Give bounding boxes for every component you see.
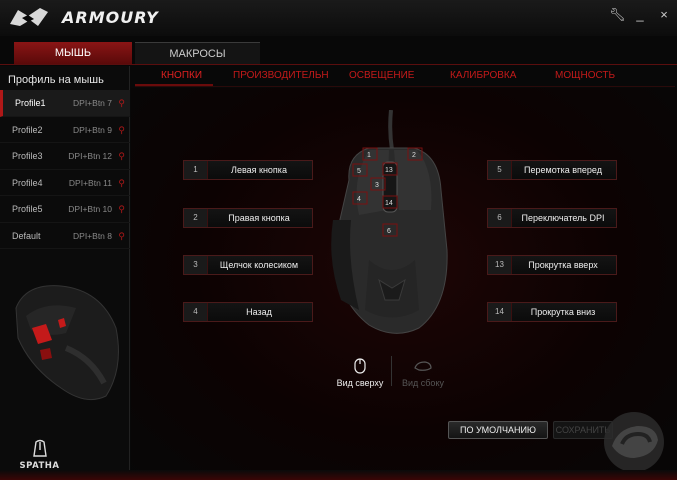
button-action: Прокрутка вверх (528, 260, 598, 270)
link-icon: ⚲ (118, 230, 125, 241)
marker-1: 1 (367, 152, 371, 159)
assign-button-5[interactable]: 5 Перемотка вперед (487, 160, 617, 180)
window-controls: 🔧︎ _ × (609, 8, 671, 22)
tab-macros[interactable]: МАКРОСЫ (135, 42, 260, 64)
rog-logo (10, 8, 48, 26)
marker-2: 2 (412, 152, 416, 159)
close-button[interactable]: × (660, 7, 668, 22)
sidebar-title: Профиль на мышь (8, 74, 104, 86)
profile-name: Profile4 (12, 177, 43, 188)
button-number: 2 (184, 209, 208, 227)
subtab-lighting[interactable]: ОСВЕЩЕНИЕ (349, 70, 415, 81)
site-watermark (604, 412, 664, 472)
button-number: 14 (488, 303, 512, 321)
profile-item[interactable]: Profile1 DPI+Btn 7 ⚲ (0, 90, 130, 117)
restore-default-button[interactable]: ПО УМОЛЧАНИЮ (448, 421, 548, 439)
link-icon: ⚲ (118, 177, 125, 188)
tab-mouse[interactable]: МЫШЬ (14, 42, 132, 64)
profile-name: Profile5 (12, 204, 43, 214)
profile-name: Profile2 (12, 124, 43, 135)
button-action: Перемотка вперед (524, 165, 602, 175)
app-title: ARMOURY (62, 8, 159, 27)
assign-button-3[interactable]: 3 Щелчок колесиком (183, 255, 313, 275)
buttons-panel: 1 Левая кнопка 2 Правая кнопка 3 Щелчок … (131, 88, 677, 480)
marker-13: 13 (385, 167, 393, 174)
subtab-buttons[interactable]: КНОПКИ (161, 70, 203, 81)
button-action: Переключатель DPI (521, 213, 605, 223)
view-side-toggle[interactable]: Вид сбоку (393, 358, 453, 388)
subtab-calibration[interactable]: КАЛИБРОВКА (450, 70, 517, 81)
button-number: 4 (184, 303, 208, 321)
button-number: 6 (488, 209, 512, 227)
device-name: SPATHA (19, 461, 60, 471)
profile-item[interactable]: Profile3 DPI+Btn 12 ⚲ (0, 143, 130, 170)
spatha-icon (32, 439, 47, 457)
mouse-side-icon (414, 361, 432, 371)
button-action: Назад (246, 307, 272, 317)
active-subtab-indicator (135, 84, 213, 87)
button-action: Правая кнопка (228, 213, 290, 223)
assign-button-4[interactable]: 4 Назад (183, 302, 313, 322)
button-number: 5 (488, 161, 512, 179)
marker-4: 4 (357, 196, 361, 203)
mouse-top-view: 1 2 13 5 3 4 14 6 (331, 110, 448, 334)
button-number: 1 (184, 161, 208, 179)
view-top-label: Вид сверху (336, 378, 384, 388)
marker-14: 14 (385, 200, 393, 207)
view-top-toggle[interactable]: Вид сверху (330, 358, 390, 388)
subtab-divider (135, 86, 675, 87)
profile-dpi: DPI+Btn 8 (73, 230, 112, 241)
save-button[interactable]: СОХРАНИТЬ (553, 421, 613, 439)
view-side-label: Вид сбоку (402, 378, 444, 388)
sub-tabs: КНОПКИ ПРОИЗВОДИТЕЛЬН ОСВЕЩЕНИЕ КАЛИБРОВ… (135, 68, 675, 86)
profile-item[interactable]: Profile5 DPI+Btn 10 ⚲ (0, 196, 130, 223)
assign-button-6[interactable]: 6 Переключатель DPI (487, 208, 617, 228)
button-action: Левая кнопка (231, 165, 287, 175)
profile-dpi: DPI+Btn 11 (68, 177, 112, 188)
marker-3: 3 (375, 182, 379, 189)
button-number: 3 (184, 256, 208, 274)
profile-list: Profile1 DPI+Btn 7 ⚲ Profile2 DPI+Btn 9 … (0, 90, 130, 249)
assign-button-2[interactable]: 2 Правая кнопка (183, 208, 313, 228)
tabs-divider (0, 64, 677, 65)
title-bar: ARMOURY 🔧︎ _ × (0, 0, 677, 36)
marker-6: 6 (387, 228, 391, 235)
assign-button-14[interactable]: 14 Прокрутка вниз (487, 302, 617, 322)
assign-button-1[interactable]: 1 Левая кнопка (183, 160, 313, 180)
profile-item[interactable]: Default DPI+Btn 8 ⚲ (0, 223, 130, 249)
button-action: Щелчок колесиком (219, 260, 299, 270)
link-icon: ⚲ (118, 151, 125, 161)
link-icon: ⚲ (118, 124, 125, 135)
profile-item[interactable]: Profile4 DPI+Btn 11 ⚲ (0, 170, 130, 196)
marker-5: 5 (357, 168, 361, 175)
link-icon: ⚲ (118, 98, 125, 108)
profile-dpi: DPI+Btn 10 (68, 204, 112, 214)
profile-sidebar: Профиль на мышь Profile1 DPI+Btn 7 ⚲ Pro… (0, 66, 130, 480)
bottom-strip (0, 470, 677, 480)
view-separator (391, 356, 392, 386)
main-tabs: МЫШЬ МАКРОСЫ (0, 42, 677, 65)
profile-dpi: DPI+Btn 12 (68, 151, 112, 161)
profile-name: Profile3 (12, 151, 43, 161)
button-action: Прокрутка вниз (530, 307, 596, 317)
button-number: 13 (488, 256, 512, 274)
mouse-side-image (15, 285, 119, 401)
profile-dpi: DPI+Btn 7 (73, 98, 112, 108)
assign-button-13[interactable]: 13 Прокрутка вверх (487, 255, 617, 275)
spatha-logo: SPATHA (12, 438, 67, 478)
profile-dpi: DPI+Btn 9 (73, 124, 112, 135)
profile-item[interactable]: Profile2 DPI+Btn 9 ⚲ (0, 117, 130, 143)
minimize-button[interactable]: _ (636, 7, 644, 22)
mouse-top-icon (354, 358, 366, 374)
subtab-power[interactable]: МОЩНОСТЬ (555, 70, 616, 81)
subtab-performance[interactable]: ПРОИЗВОДИТЕЛЬН (233, 70, 329, 81)
profile-name: Profile1 (15, 98, 46, 108)
wrench-icon[interactable]: 🔧︎ (609, 7, 626, 22)
profile-name: Default (12, 230, 41, 241)
link-icon: ⚲ (118, 204, 125, 214)
